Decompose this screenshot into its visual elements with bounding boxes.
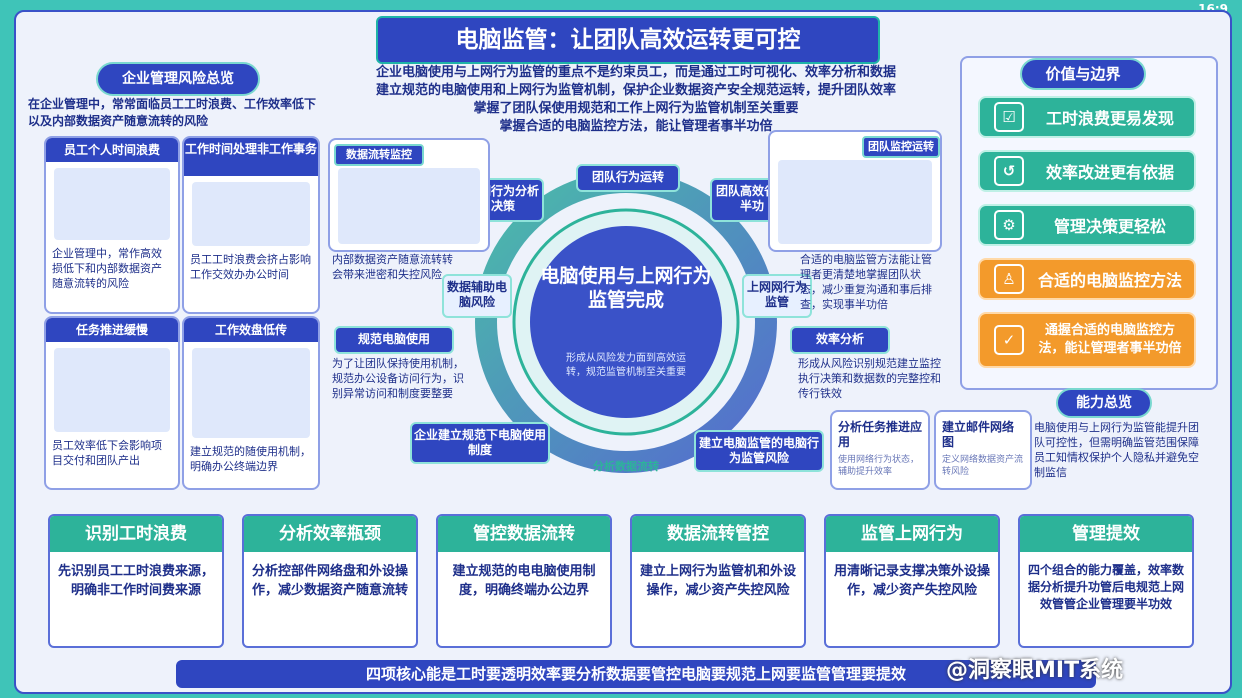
risk-card-4-text: 建立规范的随使用机制，明确办公终端边界	[190, 445, 311, 473]
value-item-5: ✓ 通握合适的电脑监控方法，能让管理者事半功倍	[978, 312, 1196, 368]
step-card-6-title: 管理提效	[1020, 516, 1192, 552]
refresh-icon: ↺	[994, 156, 1024, 186]
step-card-1: 识别工时浪费 先识别员工工时浪费来源，明确非工作时间费来源	[48, 514, 224, 648]
mini-card-1: 分析任务推进应用 使用网络行为状态，辅助提升效率	[830, 410, 930, 490]
intro-line-2: 建立规范的电脑使用和上网行为监管机制，保护企业数据资产安全规范运转，提升团队效率	[375, 83, 896, 98]
risk-card-1: 员工个人时间浪费 企业管理中，常作高效损低下和内部数据资产随意流转的风险	[44, 136, 180, 314]
risk-card-4: 工作效盘低传 建立规范的随使用机制，明确办公终端边界	[182, 316, 320, 490]
step-card-6-text: 四个组合的能力覆盖，效率数据分析提升功管后电规范上网效管管企业管理要半功效	[1028, 563, 1185, 611]
ring-node-6: 规范电脑使用	[334, 326, 454, 354]
ring-bottom-label: 分析数据流转	[593, 460, 659, 473]
step-card-2-title: 分析效率瓶颈	[244, 516, 416, 552]
value-item-3-label: 管理决策更轻松	[1053, 217, 1166, 236]
value-item-4-label: 合适的电脑监控方法	[1037, 271, 1182, 290]
ring-node-7: 效率分析	[790, 326, 890, 354]
left-intro-text: 在企业管理中，常常面临员工工时浪费、工作效率低下以及内部数据资产随意流转的风险	[28, 97, 317, 128]
risk-card-3-text: 员工效率低下会影响项目交付和团队产出	[52, 439, 162, 467]
person-icon: ♙	[994, 264, 1024, 294]
ring-node-2: 团队行为运转	[576, 164, 680, 192]
step-card-4: 数据流转管控 建立上网行为监管机和外设操作，减少资产失控风险	[630, 514, 806, 648]
value-item-5-label: 通握合适的电脑监控方法，能让管理者事半功倍	[1038, 323, 1182, 356]
mini-card-2: 建立邮件网络图 定义网络数据资产流转风险	[934, 410, 1032, 490]
watermark: @洞察眼MIT系统	[946, 658, 1124, 683]
ability-header: 能力总览	[1056, 388, 1152, 418]
cycle-ring-icon	[475, 171, 777, 473]
risk-card-3: 任务推进缓慢 员工效率低下会影响项目交付和团队产出	[44, 316, 180, 490]
step-card-5-text: 用清晰记录支撑决策外设操作，减少资产失控风险	[834, 564, 991, 598]
worker-illustration-icon	[192, 182, 310, 246]
step-card-1-text: 先识别员工工时浪费来源，明确非工作时间费来源	[58, 564, 215, 598]
badge-check-icon: ✓	[994, 325, 1024, 355]
intro-line-1: 企业电脑使用与上网行为监管的重点不是约束员工，而是通过工时可视化、效率分析和数据	[375, 65, 896, 80]
mini-card-2-text: 定义网络数据资产流转风险	[942, 455, 1024, 477]
documents-illustration-icon	[192, 348, 310, 438]
step-card-4-title: 数据流转管控	[632, 516, 804, 552]
ring-node-8: 企业建立规范下电脑使用制度	[410, 422, 550, 464]
value-header: 价值与边界	[1020, 58, 1146, 90]
step-card-5-title: 监管上网行为	[826, 516, 998, 552]
step-card-3-text: 建立规范的电电脑使用制度，明确终端办公边界	[452, 564, 596, 598]
page-title: 电脑监管：让团队高效运转更可控	[376, 16, 880, 64]
ability-text: 电脑使用与上网行为监管能提升团队可控性，但需明确监管范围保障员工知情权保护个人隐…	[1034, 421, 1199, 479]
value-item-4: ♙ 合适的电脑监控方法	[978, 258, 1196, 300]
data-flow-panel: 数据流转监控	[328, 138, 490, 252]
workstation-illustration-icon	[778, 160, 932, 244]
step-card-3-title: 管控数据流转	[438, 516, 610, 552]
value-item-1-label: 工时浪费更易发现	[1045, 109, 1174, 128]
value-item-2: ↺ 效率改进更有依据	[978, 150, 1196, 192]
value-item-3: ⚙ 管理决策更轻松	[978, 204, 1196, 246]
mini-card-1-text: 使用网络行为状态，辅助提升效率	[838, 455, 920, 477]
infographic-board: 电脑监管：让团队高效运转更可控 企业管理风险总览 在企业管理中，常常面临员工工时…	[14, 10, 1232, 694]
team-monitor-text: 合适的电脑监管方法能让管理者更清楚地掌握团队状态，减少重复沟通和事后排查，实现事…	[800, 253, 932, 311]
norm-usage-text: 为了让团队保持使用机制，规范办公设备访问行为，识别异常访问和制度要整要	[332, 357, 464, 400]
risk-card-2-text: 员工工时浪费会挤占影响工作交效办办公时间	[190, 253, 311, 281]
core-title: 电脑使用与上网行为监管完成	[540, 265, 712, 311]
intro-line-3: 掌握了团队保使用规范和工作上网行为监管机制至关重要	[473, 101, 799, 116]
value-item-1: ☑ 工时浪费更易发现	[978, 96, 1196, 138]
intro-line-4: 掌握合适的电脑监控方法，能让管理者事半功倍	[499, 119, 773, 134]
step-card-4-text: 建立上网行为监管机和外设操作，减少资产失控风险	[640, 564, 797, 598]
left-section-header: 企业管理风险总览	[96, 62, 260, 96]
risk-card-2: 工作时间处理非工作事务 员工工时浪费会挤占影响工作交效办办公时间	[182, 136, 320, 314]
step-card-2-text: 分析控部件网络盘和外设操作，减少数据资产随意流转	[252, 564, 409, 598]
footer-summary: 四项核心能是工时要透明效率要分析数据要管控电脑要规范上网要监管管理要提效	[176, 660, 1096, 688]
data-flow-text: 内部数据资产随意流转转会带来泄密和失控风险	[332, 253, 453, 281]
risk-card-1-title: 员工个人时间浪费	[46, 138, 178, 162]
ring-node-5: 上网网行为监管	[742, 274, 812, 318]
risk-card-3-title: 任务推进缓慢	[46, 318, 178, 342]
risk-card-2-title: 工作时间处理非工作事务	[184, 138, 318, 176]
center-intro: 企业电脑使用与上网行为监管的重点不是约束员工，而是通过工时可视化、效率分析和数据…	[326, 64, 946, 136]
office-illustration-icon	[54, 168, 170, 240]
mini-card-2-title: 建立邮件网络图	[942, 420, 1015, 449]
risk-card-1-text: 企业管理中，常作高效损低下和内部数据资产随意流转的风险	[52, 247, 162, 290]
step-card-6: 管理提效 四个组合的能力覆盖，效率数据分析提升功管后电规范上网效管管企业管理要半…	[1018, 514, 1194, 648]
value-item-2-label: 效率改进更有依据	[1045, 163, 1174, 182]
desk-illustration-icon	[54, 348, 170, 432]
gear-icon: ⚙	[994, 210, 1024, 240]
checklist-icon: ☑	[994, 102, 1024, 132]
data-flow-title: 数据流转监控	[334, 144, 424, 166]
risk-card-4-title: 工作效盘低传	[184, 318, 318, 342]
step-card-2: 分析效率瓶颈 分析控部件网络盘和外设操作，减少数据资产随意流转	[242, 514, 418, 648]
step-card-1-title: 识别工时浪费	[50, 516, 222, 552]
team-monitor-title: 团队监控运转	[862, 136, 940, 158]
team-monitor-panel: 团队监控运转	[768, 130, 942, 252]
mini-card-1-title: 分析任务推进应用	[838, 420, 923, 449]
ring-node-9: 建立电脑监管的电脑行为监管风险	[694, 430, 824, 472]
ring-node-4: 数据辅助电脑风险	[442, 274, 512, 318]
step-card-5: 监管上网行为 用清晰记录支撑决策外设操作，减少资产失控风险	[824, 514, 1000, 648]
core-subtitle: 形成从风险发力面到高效运转，规范监管机制至关重要	[566, 353, 686, 378]
efficiency-analysis-text: 形成从风险识别规范建立监控执行决策和数据数的完整控和传行铁效	[798, 357, 941, 400]
monitor-illustration-icon	[338, 168, 480, 244]
step-card-3: 管控数据流转 建立规范的电电脑使用制度，明确终端办公边界	[436, 514, 612, 648]
